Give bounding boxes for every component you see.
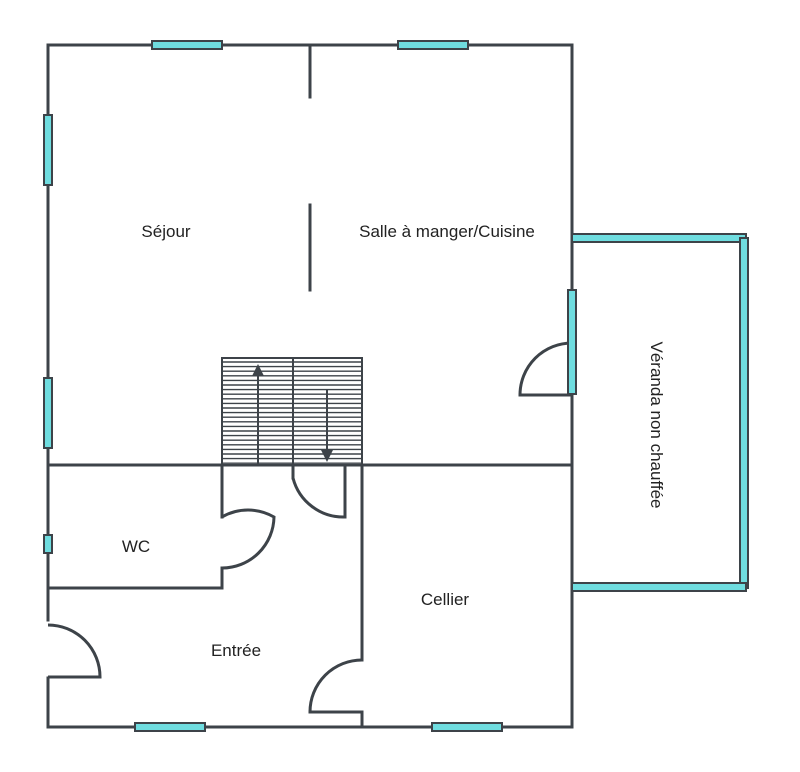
room-label-sejour: Séjour xyxy=(141,222,190,241)
stairs-up-arrow-icon xyxy=(252,364,264,376)
doors xyxy=(47,341,573,713)
room-label-salle: Salle à manger/Cuisine xyxy=(359,222,535,241)
room-label-entree: Entrée xyxy=(211,641,261,660)
interior-walls xyxy=(46,43,574,729)
room-label-cellier: Cellier xyxy=(421,590,470,609)
stairs-down-arrow-icon xyxy=(321,450,333,462)
windows xyxy=(43,40,577,732)
window-top-left xyxy=(151,40,223,50)
window-kitchen-veranda xyxy=(567,289,577,395)
stairs-door xyxy=(291,477,346,519)
wc-door xyxy=(221,508,276,570)
window-bottom-right xyxy=(431,722,503,732)
room-label-veranda: Véranda non chauffée xyxy=(647,342,666,509)
cellier-door xyxy=(308,658,363,713)
window-left-upper xyxy=(43,114,53,186)
window-bottom-left xyxy=(134,722,206,732)
entrance-door xyxy=(47,623,102,679)
room-label-wc: WC xyxy=(122,537,150,556)
window-top-right xyxy=(397,40,469,50)
veranda-walls xyxy=(571,233,749,592)
window-wc xyxy=(43,534,53,554)
staircase xyxy=(221,357,363,466)
kitchen-door xyxy=(518,341,573,396)
room-labels: Séjour Salle à manger/Cuisine Véranda no… xyxy=(122,222,666,660)
window-left-lower xyxy=(43,377,53,449)
